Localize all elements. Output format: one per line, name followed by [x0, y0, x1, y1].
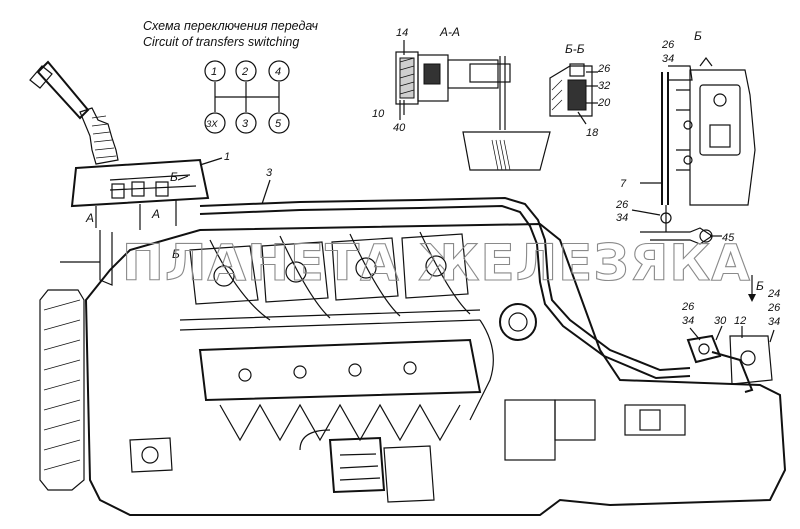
- scheme-title-ru: Схема переключения передач: [143, 19, 318, 33]
- callout: 40: [393, 122, 406, 134]
- gear-circle: [204, 112, 226, 134]
- gear-circle: [235, 60, 257, 82]
- callout: 24: [767, 288, 780, 300]
- gear-label: 3: [242, 118, 249, 130]
- callout: 10: [372, 108, 385, 120]
- callout: 18: [586, 127, 599, 139]
- marker-b: Б: [170, 170, 178, 184]
- marker-a: А: [85, 211, 94, 225]
- callout: 30: [714, 315, 727, 327]
- gear-lever-assembly: 1 Б А А Б: [29, 60, 230, 261]
- callout: 45: [722, 232, 735, 244]
- callout: 14: [396, 27, 408, 39]
- marker-b: Б: [172, 247, 180, 261]
- callout: 20: [597, 97, 611, 109]
- gear-circle: [268, 60, 290, 82]
- callout: 7: [620, 178, 627, 190]
- gear-label: 5: [275, 118, 282, 130]
- callout: 34: [768, 316, 780, 328]
- callout: 26: [767, 302, 781, 314]
- callout: 34: [616, 212, 628, 224]
- view-b-arrow-label: Б: [756, 279, 764, 293]
- gear-label: 1: [211, 66, 217, 78]
- callout: 34: [682, 315, 694, 327]
- section-aa-label: А-А: [439, 25, 460, 39]
- callout: 26: [681, 301, 695, 313]
- shift-scheme: Схема переключения передач Circuit of tr…: [143, 19, 318, 134]
- view-b-mechanism: Б 26 34 7 45 26 34: [615, 29, 756, 245]
- marker-a: А: [151, 207, 160, 221]
- gear-label: 3X: [206, 119, 218, 130]
- gear-circle: [235, 112, 257, 134]
- callout: 26: [615, 199, 629, 211]
- scheme-title-en: Circuit of transfers switching: [143, 35, 299, 49]
- gear-circle: [204, 60, 226, 82]
- lower-linkage: Б 24 26 34 26 34 30 12: [681, 275, 781, 393]
- gear-circle: [268, 112, 290, 134]
- engine-block: [39, 222, 787, 516]
- callout: 12: [734, 315, 746, 327]
- view-b-label: Б: [694, 29, 702, 43]
- watermark: ПЛАНЕТА ЖЕЛЕЗЯКА: [122, 234, 751, 292]
- section-bb-label: Б-Б: [565, 42, 585, 56]
- callout: 26: [597, 63, 611, 75]
- gear-label: 2: [241, 66, 248, 78]
- gear-label: 4: [275, 66, 281, 78]
- callout: 3: [266, 167, 273, 179]
- callout: 26: [661, 39, 675, 51]
- section-aa-detail: А-А 14 10 40: [372, 25, 551, 171]
- section-bb-detail: Б-Б 26 32 20 18: [549, 42, 611, 139]
- callout: 1: [224, 151, 230, 163]
- callout: 32: [598, 80, 610, 92]
- callout: 34: [662, 53, 674, 65]
